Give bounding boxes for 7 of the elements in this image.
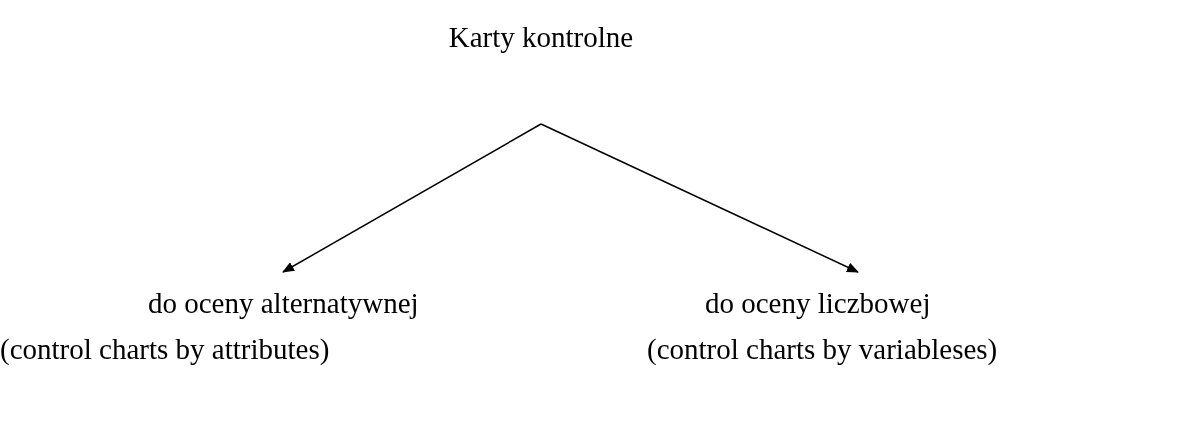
node-label: do oceny alternatywnej (148, 286, 419, 320)
arrow (282, 123, 542, 273)
node-label: do oceny liczbowej (705, 286, 931, 320)
arrow (540, 123, 859, 273)
node-subtitle: (control charts by variableses) (647, 332, 998, 366)
node-label: Karty kontrolne (447, 20, 635, 54)
node-subtitle: (control charts by attributes) (0, 332, 330, 366)
